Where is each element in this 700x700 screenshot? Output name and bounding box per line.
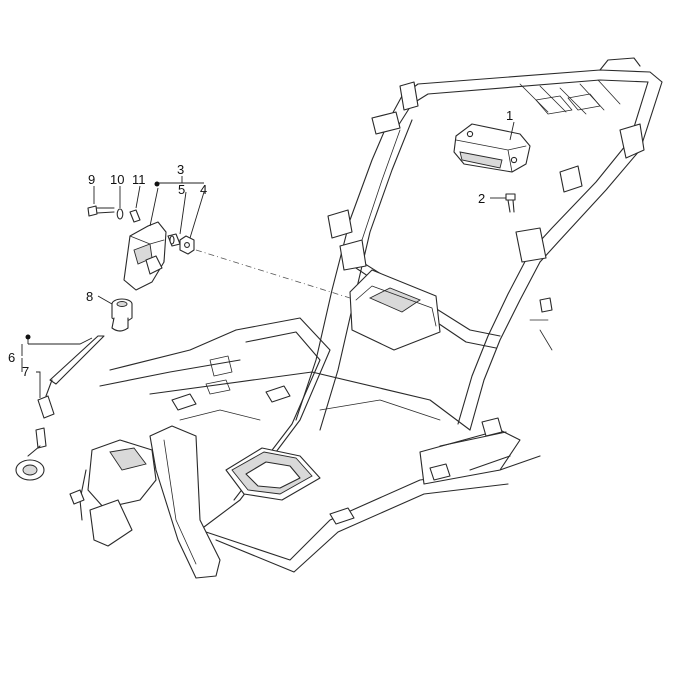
part-3-lock-assembly [123,221,167,291]
part-7-cable-end [15,395,55,481]
callout-5: 5 [178,182,185,197]
part-4-nut [179,235,195,255]
part-10-washer [116,208,124,220]
callout-6: 6 [8,350,15,365]
part-6-cable [45,335,105,397]
callout-8: 8 [86,289,93,304]
part-11-clip [129,209,141,223]
callout-6-dot [25,334,31,340]
callout-3: 3 [177,162,184,177]
part-5-spacer [167,233,181,247]
part-1-control-unit [453,123,531,173]
part-9-bolt [87,205,115,217]
callout-leaders [21,121,515,398]
callout-11: 11 [132,172,146,187]
callout-9: 9 [88,172,95,187]
callout-1: 1 [506,108,513,123]
part-2-screw [505,193,516,213]
callout-10: 10 [110,172,124,187]
callout-4: 4 [200,182,207,197]
part-8-lock-cylinder [111,298,133,332]
callout-2: 2 [478,191,485,206]
assembly-alignment-line [195,249,351,299]
callout-3-dot [154,181,160,187]
scooter-frame [69,57,663,579]
callout-7: 7 [22,364,29,379]
